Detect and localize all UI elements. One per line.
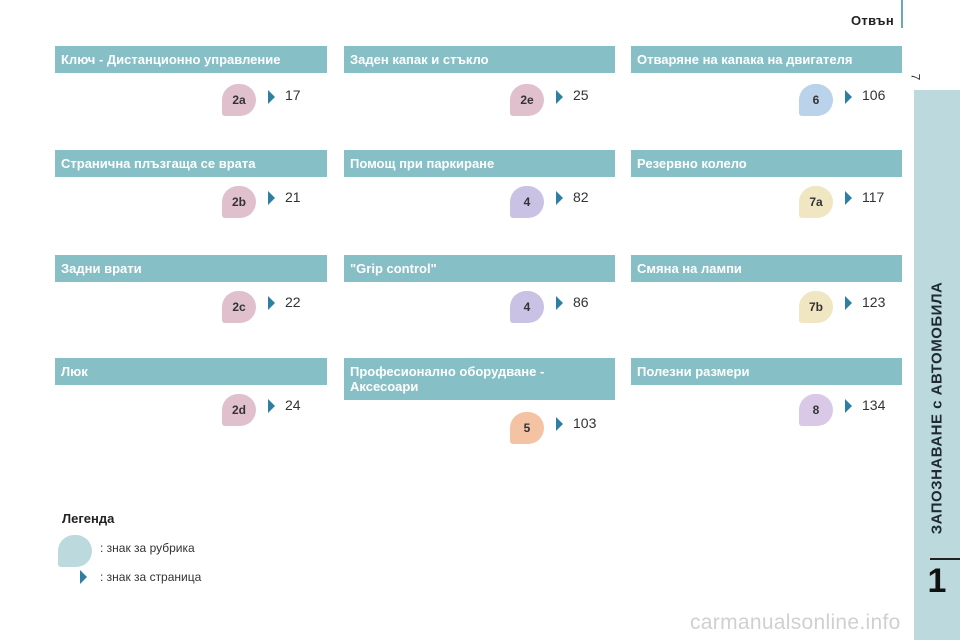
section-title[interactable]: Полезни размери: [631, 358, 902, 385]
legend-title: Легенда: [62, 511, 115, 526]
section-badge[interactable]: 4: [510, 291, 544, 323]
page-reference[interactable]: 25: [573, 87, 589, 103]
page-arrow-icon: [845, 191, 852, 205]
section-badge[interactable]: 5: [510, 412, 544, 444]
section-badge[interactable]: 8: [799, 394, 833, 426]
page-arrow-icon: [556, 191, 563, 205]
page-number: 7: [908, 73, 923, 81]
page-reference[interactable]: 17: [285, 87, 301, 103]
section-title[interactable]: Помощ при паркиране: [344, 150, 615, 177]
section-badge[interactable]: 2a: [222, 84, 256, 116]
page-arrow-icon: [268, 399, 275, 413]
page-arrow-icon: [268, 296, 275, 310]
sidebar: [914, 90, 960, 640]
section-badge[interactable]: 7a: [799, 186, 833, 218]
section-title[interactable]: Отваряне на капака на двигателя: [631, 46, 902, 73]
section-title[interactable]: Задни врати: [55, 255, 327, 282]
section-title[interactable]: Люк: [55, 358, 327, 385]
chapter-number: 1: [927, 562, 947, 600]
page-reference[interactable]: 86: [573, 294, 589, 310]
page-reference[interactable]: 82: [573, 189, 589, 205]
watermark: carmanualsonline.info: [690, 611, 901, 634]
header-rule: [901, 0, 903, 28]
page-reference[interactable]: 117: [862, 189, 885, 205]
page-arrow-icon: [556, 90, 563, 104]
section-badge[interactable]: 2e: [510, 84, 544, 116]
page-reference[interactable]: 22: [285, 294, 301, 310]
section-badge[interactable]: 2c: [222, 291, 256, 323]
page-arrow-icon: [80, 570, 87, 584]
section-title[interactable]: "Grip control": [344, 255, 615, 282]
header-title: Отвън: [851, 13, 894, 28]
page-reference[interactable]: 106: [862, 87, 886, 103]
page-arrow-icon: [556, 296, 563, 310]
section-badge[interactable]: 6: [799, 84, 833, 116]
page-reference[interactable]: 103: [573, 415, 597, 431]
rubric-badge-icon: [58, 535, 92, 567]
legend-rubric-text: : знак за рубрика: [100, 541, 195, 555]
section-title[interactable]: Смяна на лампи: [631, 255, 902, 282]
page-arrow-icon: [268, 191, 275, 205]
page-reference[interactable]: 21: [285, 189, 301, 205]
legend-page-text: : знак за страница: [100, 570, 202, 584]
page-arrow-icon: [845, 399, 852, 413]
section-title[interactable]: Ключ - Дистанционно управление: [55, 46, 327, 73]
page-reference[interactable]: 123: [862, 294, 886, 310]
page-arrow-icon: [845, 90, 852, 104]
section-title[interactable]: Странична плъзгаща се врата: [55, 150, 327, 177]
page-reference[interactable]: 24: [285, 397, 301, 413]
section-badge[interactable]: 2b: [222, 186, 256, 218]
section-title[interactable]: Професионално оборудване - Аксесоари: [344, 358, 615, 400]
page-arrow-icon: [268, 90, 275, 104]
section-title[interactable]: Резервно колело: [631, 150, 902, 177]
page-reference[interactable]: 134: [862, 397, 886, 413]
section-title[interactable]: Заден капак и стъкло: [344, 46, 615, 73]
section-badge[interactable]: 4: [510, 186, 544, 218]
page-arrow-icon: [556, 417, 563, 431]
sidebar-rule: [930, 558, 960, 560]
sidebar-chapter-title: ЗАПОЗНАВАНЕ с АВТОМОБИЛА: [928, 281, 946, 535]
section-badge[interactable]: 2d: [222, 394, 256, 426]
section-badge[interactable]: 7b: [799, 291, 833, 323]
page-arrow-icon: [845, 296, 852, 310]
